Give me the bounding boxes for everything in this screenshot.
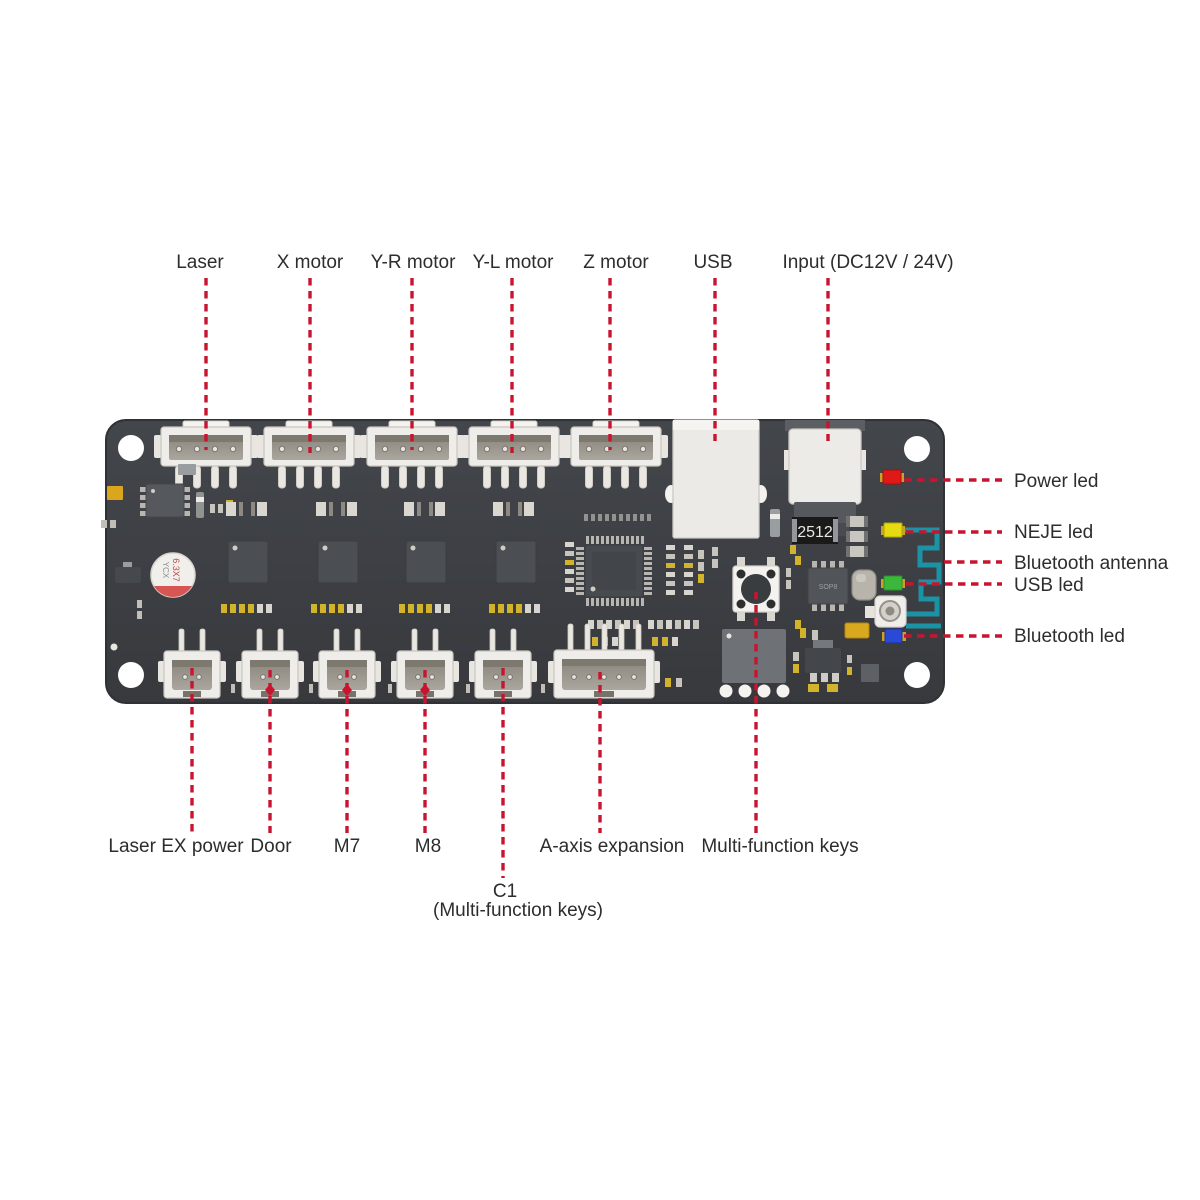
label-x-motor: X motor	[276, 252, 344, 273]
label-y-r-motor: Y-R motor	[370, 252, 456, 273]
resistor-marking: 2512	[797, 524, 833, 541]
tantalum-capacitor	[107, 486, 123, 500]
fiducial-dot	[110, 643, 118, 651]
stepper-driver-chip	[317, 540, 359, 584]
left-components: 6.3X7 YCX	[101, 464, 233, 619]
voltage-regulator	[805, 640, 841, 692]
label-usb: USB	[693, 252, 733, 273]
mounting-hole-top-right	[904, 436, 930, 462]
capacitor-marking-1: 6.3X7	[171, 558, 181, 582]
label-input: Input (DC12V / 24V)	[782, 252, 954, 273]
label-door: Door	[250, 836, 292, 857]
smd-capacitor	[846, 516, 868, 527]
electrolytic-capacitor: 6.3X7 YCX	[150, 552, 196, 598]
label-m7: M7	[333, 836, 361, 857]
label-power-led: Power led	[1014, 471, 1099, 492]
label-bluetooth-led: Bluetooth led	[1014, 626, 1125, 647]
mounting-hole-bottom-left	[118, 662, 144, 688]
small-ic	[861, 664, 879, 682]
label-multi-function-keys: Multi-function keys	[701, 836, 859, 857]
transistor-sot23	[115, 562, 141, 583]
multi-function-button	[732, 557, 780, 621]
power-capacitor	[844, 622, 870, 639]
label-a-axis-expansion: A-axis expansion	[539, 836, 685, 857]
mounting-hole-bottom-right	[904, 662, 930, 688]
ic-marking: SOP8	[819, 584, 838, 591]
label-laser-ex-power: Laser EX power	[108, 836, 244, 857]
mcu-chip	[576, 536, 652, 606]
label-z-motor: Z motor	[583, 252, 649, 273]
module-chip	[722, 629, 786, 683]
label-c1: C1	[492, 881, 518, 902]
stepper-driver-chip	[405, 540, 447, 584]
capacitor-marking-2: YCX	[161, 562, 170, 579]
sop8-ic-left	[140, 483, 190, 518]
label-bluetooth-antenna: Bluetooth antenna	[1014, 553, 1169, 574]
sop8-ic-right: SOP8	[807, 561, 849, 611]
crystal-oscillator	[851, 569, 877, 601]
stepper-driver-chip	[495, 540, 537, 584]
usb-connector	[665, 419, 767, 539]
diode-vertical	[770, 509, 780, 537]
label-y-l-motor: Y-L motor	[472, 252, 554, 273]
neje-led	[881, 522, 905, 538]
label-m8: M8	[414, 836, 442, 857]
ufl-antenna-connector	[865, 595, 907, 628]
smd-capacitor	[846, 531, 868, 542]
callout-lines	[190, 278, 1002, 878]
label-c1-sub: (Multi-function keys)	[433, 900, 603, 921]
power-led	[880, 469, 904, 485]
stepper-driver-chip	[227, 540, 269, 584]
label-usb-led: USB led	[1014, 575, 1084, 596]
usb-led	[881, 575, 905, 591]
shunt-resistor-2512: 2512	[792, 517, 838, 544]
diode	[196, 492, 204, 518]
mounting-hole-top-left	[118, 435, 144, 461]
bluetooth-antenna-trace	[902, 527, 942, 629]
pad-row	[652, 637, 678, 646]
label-neje-led: NEJE led	[1014, 522, 1094, 543]
indicator-dots	[719, 684, 790, 698]
smd-capacitor	[846, 546, 868, 557]
bluetooth-led	[882, 628, 906, 644]
label-laser: Laser	[176, 252, 224, 273]
